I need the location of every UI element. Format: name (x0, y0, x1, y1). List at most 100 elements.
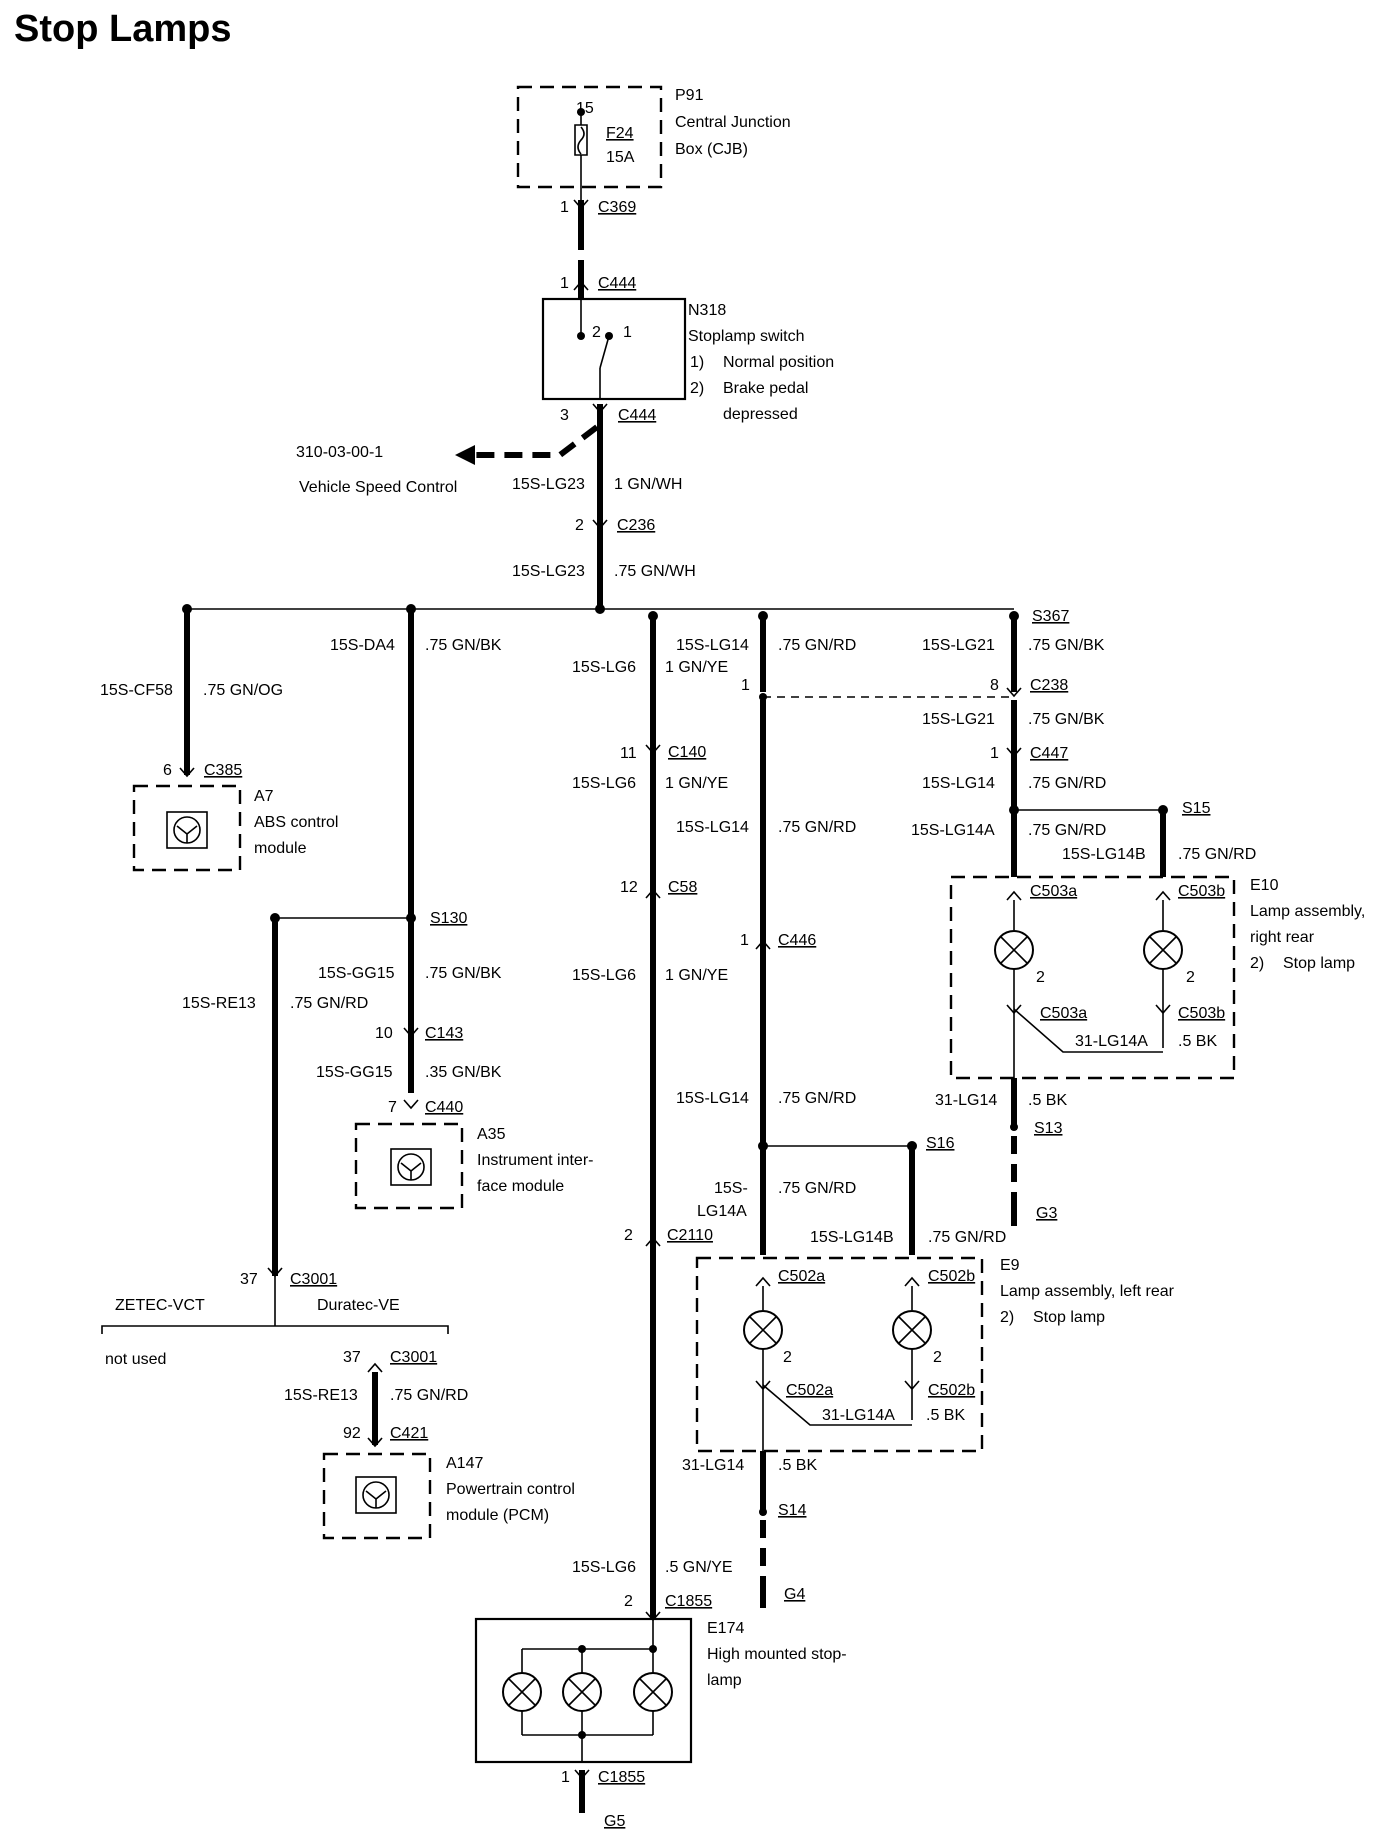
conn-c503a-bottom: C503a (1040, 1005, 1087, 1022)
pin-c440: 7 (388, 1099, 397, 1116)
switch-id: N318 (688, 302, 726, 319)
pin-c444-top: 1 (560, 275, 569, 292)
pin-c140: 11 (620, 745, 637, 762)
splice-s14: S14 (778, 1502, 807, 1519)
left-lamp-name: Lamp assembly, left rear (1000, 1283, 1175, 1300)
wire-lg14b-left: .75 GN/RD (928, 1229, 1006, 1246)
conn-c143: C143 (425, 1025, 463, 1042)
right-lamp-name-1: Lamp assembly, (1250, 903, 1365, 920)
conn-c236: C236 (617, 517, 655, 534)
left-rear-lamp-box (695, 1256, 984, 1453)
circuit-da4: 15S-DA4 (330, 637, 395, 654)
circuit-lg14a-left-1: 15S- (714, 1180, 748, 1197)
pin-c236: 2 (575, 517, 584, 534)
engine-left: ZETEC-VCT (115, 1297, 205, 1314)
circuit-31-lg14a-right: 31-LG14A (1075, 1033, 1148, 1050)
pin-c3001-bottom: 37 (343, 1349, 361, 1366)
circuit-lg6-d: 15S-LG6 (572, 1559, 636, 1576)
fuse-rating: 15A (606, 149, 635, 166)
pcm-name-1: Powertrain control (446, 1481, 575, 1498)
abs-module-box (132, 784, 242, 872)
fuse-id: F24 (606, 125, 634, 142)
circuit-lg14-b: 15S-LG14 (676, 819, 749, 836)
page-title: Stop Lamps (14, 8, 231, 50)
pin-c447: 1 (990, 745, 999, 762)
left-lamp-func: Stop lamp (1033, 1309, 1105, 1326)
switch-pos1: Normal position (723, 354, 834, 371)
conn-c447: C447 (1030, 745, 1068, 762)
wire-lg14-right: .75 GN/RD (1028, 775, 1106, 792)
instrument-name-1: Instrument inter- (477, 1152, 593, 1169)
circuit-lg14b-right: 15S-LG14B (1062, 846, 1146, 863)
cjb-box (516, 85, 663, 189)
switch-pin-2: 2 (592, 324, 601, 341)
wire-lg23-a: 1 GN/WH (614, 476, 682, 493)
pin-c369: 1 (560, 199, 569, 216)
conn-c238: C238 (1030, 677, 1068, 694)
conn-c1855-bottom: C1855 (598, 1769, 645, 1786)
cjb-name-2: Box (CJB) (675, 141, 748, 158)
circuit-lg21-a: 15S-LG21 (922, 637, 995, 654)
wire-cf58: .75 GN/OG (203, 682, 283, 699)
left-rear-bulb-a (743, 1310, 783, 1350)
reference-code: 310-03-00-1 (296, 444, 383, 461)
conn-c503b-bottom: C503b (1178, 1005, 1225, 1022)
circuit-lg23-b: 15S-LG23 (512, 563, 585, 580)
switch-pin-1: 1 (623, 324, 632, 341)
pin-c421: 92 (343, 1425, 361, 1442)
circuit-31-lg14-right: 31-LG14 (935, 1092, 997, 1109)
right-lamp-func: Stop lamp (1283, 955, 1355, 972)
ground-g5: G5 (604, 1813, 625, 1830)
conn-c502b-top: C502b (928, 1268, 975, 1285)
wire-bk-left: .5 BK (778, 1457, 817, 1474)
conn-c421: C421 (390, 1425, 428, 1442)
pin-c446: 1 (740, 932, 749, 949)
left-lamp-id: E9 (1000, 1257, 1020, 1274)
right-rear-lamp-box (949, 875, 1236, 1080)
conn-c502a-top: C502a (778, 1268, 825, 1285)
switch-pos2-num: 2) (690, 380, 704, 397)
high-mount-bulb-2 (562, 1672, 602, 1712)
fuse-pin-label: 15 (576, 100, 594, 117)
high-mount-bulb-1 (502, 1672, 542, 1712)
left-rear-bulb-b (892, 1310, 932, 1350)
pcm-box (322, 1452, 432, 1540)
conn-c385: C385 (204, 762, 242, 779)
right-lamp-name-2: right rear (1250, 929, 1315, 946)
conn-c3001-top: C3001 (290, 1271, 337, 1288)
reference-name: Vehicle Speed Control (299, 479, 457, 496)
not-used-label: not used (105, 1351, 166, 1368)
conn-c502b-bottom: C502b (928, 1382, 975, 1399)
left-lamp-func-num: 2) (1000, 1309, 1014, 1326)
circuit-lg21-b: 15S-LG21 (922, 711, 995, 728)
splice-s367: S367 (1032, 608, 1069, 625)
switch-pos2b: depressed (723, 406, 798, 423)
circuit-31-lg14a-left: 31-LG14A (822, 1407, 895, 1424)
left-bulb-a-pin: 2 (783, 1349, 792, 1366)
wire-lg14-a: .75 GN/RD (778, 637, 856, 654)
pin-c444-bottom: 3 (560, 407, 569, 424)
conn-c58: C58 (668, 879, 697, 896)
instrument-module-box (354, 1122, 464, 1210)
right-rear-bulb-a (994, 930, 1034, 970)
conn-c3001-bottom: C3001 (390, 1349, 437, 1366)
high-mount-name-1: High mounted stop- (707, 1646, 847, 1663)
circuit-lg6-c: 15S-LG6 (572, 967, 636, 984)
conn-c1855-top: C1855 (665, 1593, 712, 1610)
pin-c143: 10 (375, 1025, 393, 1042)
pcm-name-2: module (PCM) (446, 1507, 549, 1524)
conn-c2110: C2110 (667, 1227, 713, 1244)
switch-contact (599, 335, 610, 369)
abs-name-1: ABS control (254, 814, 338, 831)
splice-s15: S15 (1182, 800, 1211, 817)
high-mount-lamp-box (474, 1617, 693, 1764)
high-mount-name-2: lamp (707, 1672, 742, 1689)
circuit-lg14a-left-2: LG14A (697, 1203, 747, 1220)
switch-pos2a: Brake pedal (723, 380, 808, 397)
wire-bk-right-inner: .5 BK (1178, 1033, 1217, 1050)
wire-lg21-b: .75 GN/BK (1028, 711, 1105, 728)
wire-re13-a: .75 GN/RD (290, 995, 368, 1012)
switch-pos1-num: 1) (690, 354, 704, 371)
conn-c446: C446 (778, 932, 816, 949)
